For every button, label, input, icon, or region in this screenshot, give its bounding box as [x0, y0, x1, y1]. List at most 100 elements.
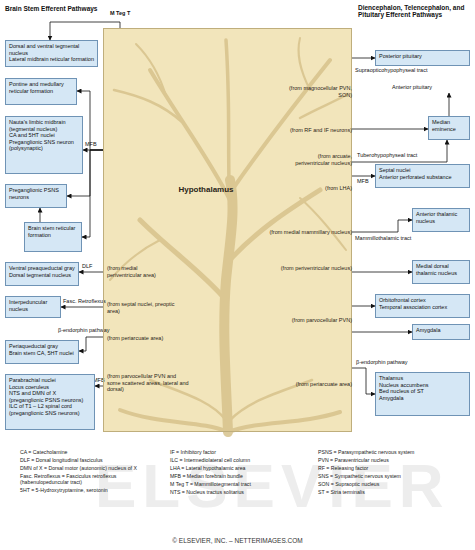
target-box: Nauta's limbic midbrain (tegmental nucle… — [5, 116, 83, 174]
box-text: ILC of T1 – L2 spinal cord (preganglioni… — [9, 403, 91, 416]
target-box: Septal nucleiAnterior perforated substan… — [375, 164, 470, 188]
legend-entry: ST = Stria terminalis — [318, 489, 468, 495]
box-text: Median eminence — [432, 119, 466, 132]
box-text: Pontine and medullary reticular formatio… — [9, 81, 73, 94]
tract-label: DLF — [82, 263, 92, 270]
tract-label: MFB — [85, 141, 97, 148]
box-text: Amygdala — [416, 327, 466, 334]
target-box: Median eminence — [428, 116, 470, 140]
tract-label: M Teg T — [110, 10, 130, 17]
tree-branch — [150, 70, 230, 200]
legend-entry: M Teg T = Mammillotegmental tract — [170, 481, 310, 487]
box-text: Posterior pituitary — [379, 53, 466, 60]
box-text: Preganglionic PSNS neurons — [9, 187, 63, 200]
pathway-arrow — [82, 150, 103, 237]
box-text: Anterior perforated substance — [379, 174, 466, 181]
box-text: Temporal association cortex — [379, 304, 466, 311]
tree-root — [228, 412, 340, 432]
legend-entry: PVN = Paraventricular nucleus — [318, 457, 468, 463]
pathway-arrow — [67, 150, 103, 196]
box-text: Brain stem CA, 5HT nuclei — [9, 350, 75, 357]
legend-text: MFB = Median forebrain bundle — [170, 473, 243, 479]
tract-label: MFB — [357, 178, 369, 185]
legend-entry: Fasc. Retroflexus = Fasciculus retroflex… — [20, 473, 160, 485]
box-text: Septal nuclei — [379, 167, 466, 174]
box-text: Thalamus — [379, 375, 466, 382]
box-text: Nauta's limbic midbrain (tegmental nucle… — [9, 119, 79, 132]
legend-text: NTS = Nucleus tractus solitarius — [170, 489, 244, 495]
box-text: Interpeduncular nucleus — [9, 299, 57, 312]
tree-branch — [232, 60, 330, 190]
pathway-arrow — [352, 272, 412, 273]
legend-text: CA = Catecholamine — [20, 449, 67, 455]
target-box: Periaqueductal grayBrain stem CA, 5HT nu… — [5, 340, 79, 364]
pathway-arrow — [95, 386, 103, 387]
source-note: (from LHA) — [292, 185, 352, 192]
legend-entry: 5HT = 5-Hydroxytryptamine, serotonin — [20, 487, 160, 493]
legend-text: Fasc. Retroflexus = Fasciculus retroflex… — [20, 473, 116, 485]
pituitary-arrow — [449, 93, 450, 116]
pathway-arrow — [352, 176, 375, 177]
box-text: Dorsal tegmental nucleus — [9, 272, 75, 279]
section-heading: Diencephalon, Telencephalon, and Pituita… — [358, 4, 472, 19]
tract-label: Fasc. Retroflexus — [63, 298, 106, 305]
legend-entry: ILC = Intermediolateral cell column — [170, 457, 310, 463]
target-box: Interpeduncular nucleus — [5, 296, 61, 318]
legend-entry: RF = Releasing factor — [318, 465, 468, 471]
pathway-arrow — [79, 337, 103, 351]
tract-label: β-endorphin pathway — [58, 327, 109, 334]
box-text: Dorsal and ventral tegmental nucleus — [9, 43, 94, 56]
legend-text: PSNS = Parasympathetic nervous system — [318, 449, 414, 455]
target-box: Brain stem reticular formation — [24, 222, 82, 252]
target-box: Orbitofrontal cortexTemporal association… — [375, 294, 470, 318]
pathway-arrow — [352, 306, 375, 307]
box-text: Ventral preaqueductal gray — [9, 265, 75, 272]
legend-text: DLF = Dorsal longitudinal fasciculus — [20, 457, 103, 463]
target-box: Pontine and medullary reticular formatio… — [5, 78, 77, 105]
box-text: Brain stem reticular formation — [28, 225, 78, 238]
box-text: Medial dorsal thalamic nucleus — [416, 263, 466, 276]
region-panel: Hypothalamus(from magnocellular PVN, SON… — [103, 28, 352, 432]
target-box: Preganglionic PSNS neurons — [5, 184, 67, 208]
source-note: (from arcuate, periventricular nucleus) — [290, 153, 352, 166]
tree-branch — [140, 220, 226, 300]
tree-branch — [300, 94, 348, 118]
pathway-arrow — [50, 22, 120, 40]
structure-label: Anterior pituitary — [392, 84, 462, 90]
legend-entry: MFB = Median forebrain bundle — [170, 473, 310, 479]
box-text: Orbitofrontal cortex — [379, 297, 466, 304]
tree-branch — [298, 38, 310, 90]
tree-trunk — [224, 180, 232, 432]
source-note: (from periventricular nucleus) — [244, 265, 352, 272]
legend-entry: IF = Inhibitory factor — [170, 449, 310, 455]
source-note: (from RF and IF neurons) — [254, 127, 352, 134]
region-title: Hypothalamus — [166, 185, 246, 195]
section-heading: Brain Stem Efferent Pathways — [5, 5, 105, 12]
legend-text: LHA = Lateral hypothalamic area — [170, 465, 245, 471]
box-text: NTS and DMN of X (preganglionic PSNS neu… — [9, 390, 91, 403]
tree-branch — [300, 198, 346, 250]
pathway-arrow — [79, 272, 103, 273]
pathway-arrow — [61, 307, 103, 308]
pathway-arrow — [77, 91, 103, 150]
tree-branch — [136, 44, 166, 96]
tree-root — [150, 380, 226, 420]
tree-branch — [114, 90, 182, 122]
tract-label: β-endorphin pathway — [356, 359, 407, 366]
legend-text: PVN = Paraventricular nucleus — [318, 457, 389, 463]
box-text: Preganglionic SNS neuron (polysynaptic) — [9, 139, 79, 152]
legend-entry: CA = Catecholamine — [20, 449, 160, 455]
box-text: CA and 5HT nuclei — [9, 132, 79, 139]
pathway-arrow — [352, 220, 412, 232]
target-box: Posterior pituitary — [375, 50, 470, 66]
source-note: (from parvocellular PVN and some scatter… — [107, 373, 191, 393]
tree-root — [120, 410, 228, 432]
legend-text: ST = Stria terminalis — [318, 489, 365, 495]
box-text: Periaqueductal gray — [9, 343, 75, 350]
pathway-arrow — [83, 150, 103, 151]
pathway-arrow — [40, 208, 41, 222]
source-note: (from parvocellular PVN) — [254, 317, 352, 324]
box-text: Parabrachial nuclei — [9, 377, 91, 384]
